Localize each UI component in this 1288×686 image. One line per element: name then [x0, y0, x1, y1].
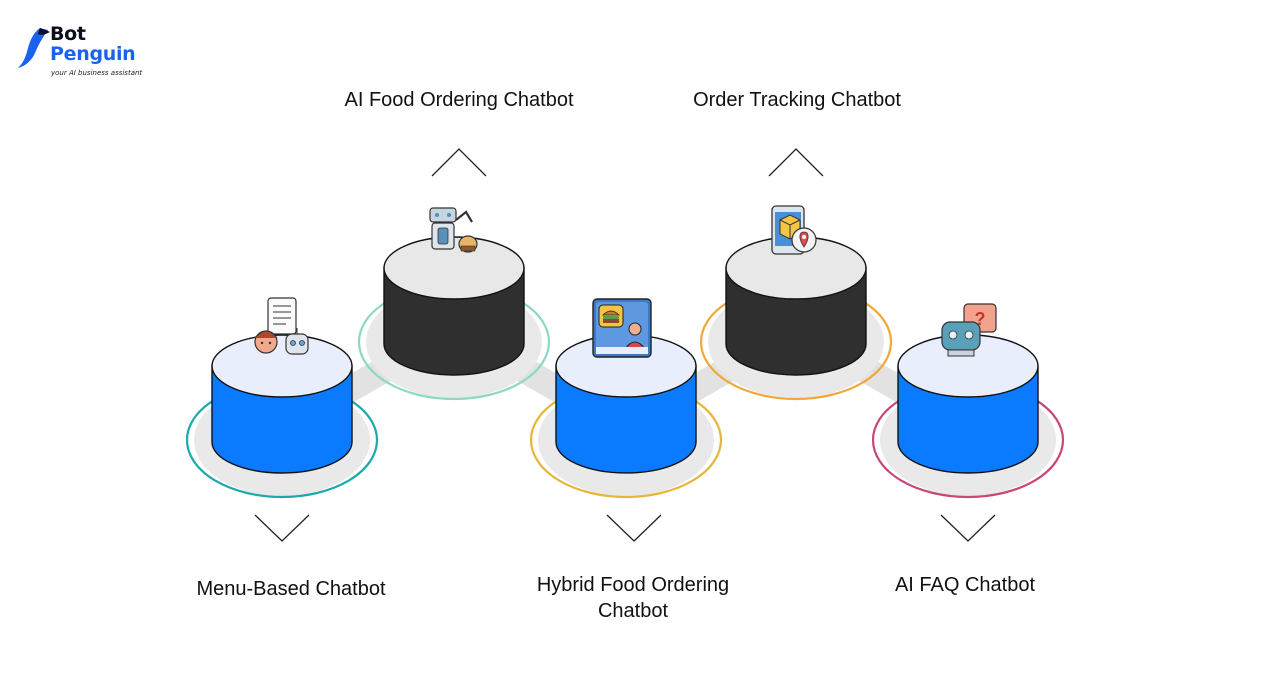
stage-cylinder-top	[211, 334, 353, 398]
stage-2	[357, 236, 551, 401]
stage-label-ai-faq-chatbot: AI FAQ Chatbot	[894, 574, 1036, 596]
robot-arm-food-icon	[429, 207, 478, 253]
stage-label-menu-based-chatbot: Menu-Based Chatbot	[196, 578, 386, 600]
brand-name-penguin: Penguin	[50, 43, 136, 65]
video-chat-burger-icon	[592, 298, 652, 358]
pointer-chevron-down	[254, 514, 310, 542]
pointer-chevron-down	[940, 514, 996, 542]
stage-3	[529, 334, 723, 499]
penguin-logo-icon	[18, 28, 50, 68]
pointer-chevron-up	[768, 148, 824, 177]
brand-logo: Bot Penguin your AI business assistant	[18, 24, 158, 84]
brand-tagline: your AI business assistant	[51, 69, 143, 77]
brand-name-bot: Bot	[50, 23, 86, 45]
pointer-chevrons	[254, 148, 996, 542]
person-robot-checklist-icon	[254, 297, 309, 355]
phone-package-location-icon	[771, 205, 817, 255]
stage-5	[871, 334, 1065, 499]
stage-4	[699, 236, 893, 401]
stage-1	[185, 334, 379, 499]
stage-label-ai-food-ordering-chatbot: AI Food Ordering Chatbot	[344, 89, 574, 111]
stage-label-hybrid-food-ordering-chatbot: Hybrid Food Ordering Chatbot	[536, 574, 730, 622]
svg-text:?: ?	[975, 309, 986, 329]
pointer-chevron-down	[606, 514, 662, 542]
robot-question-icon: ?	[941, 303, 997, 357]
stage-label-order-tracking-chatbot: Order Tracking Chatbot	[693, 89, 901, 111]
pointer-chevron-up	[431, 148, 487, 177]
